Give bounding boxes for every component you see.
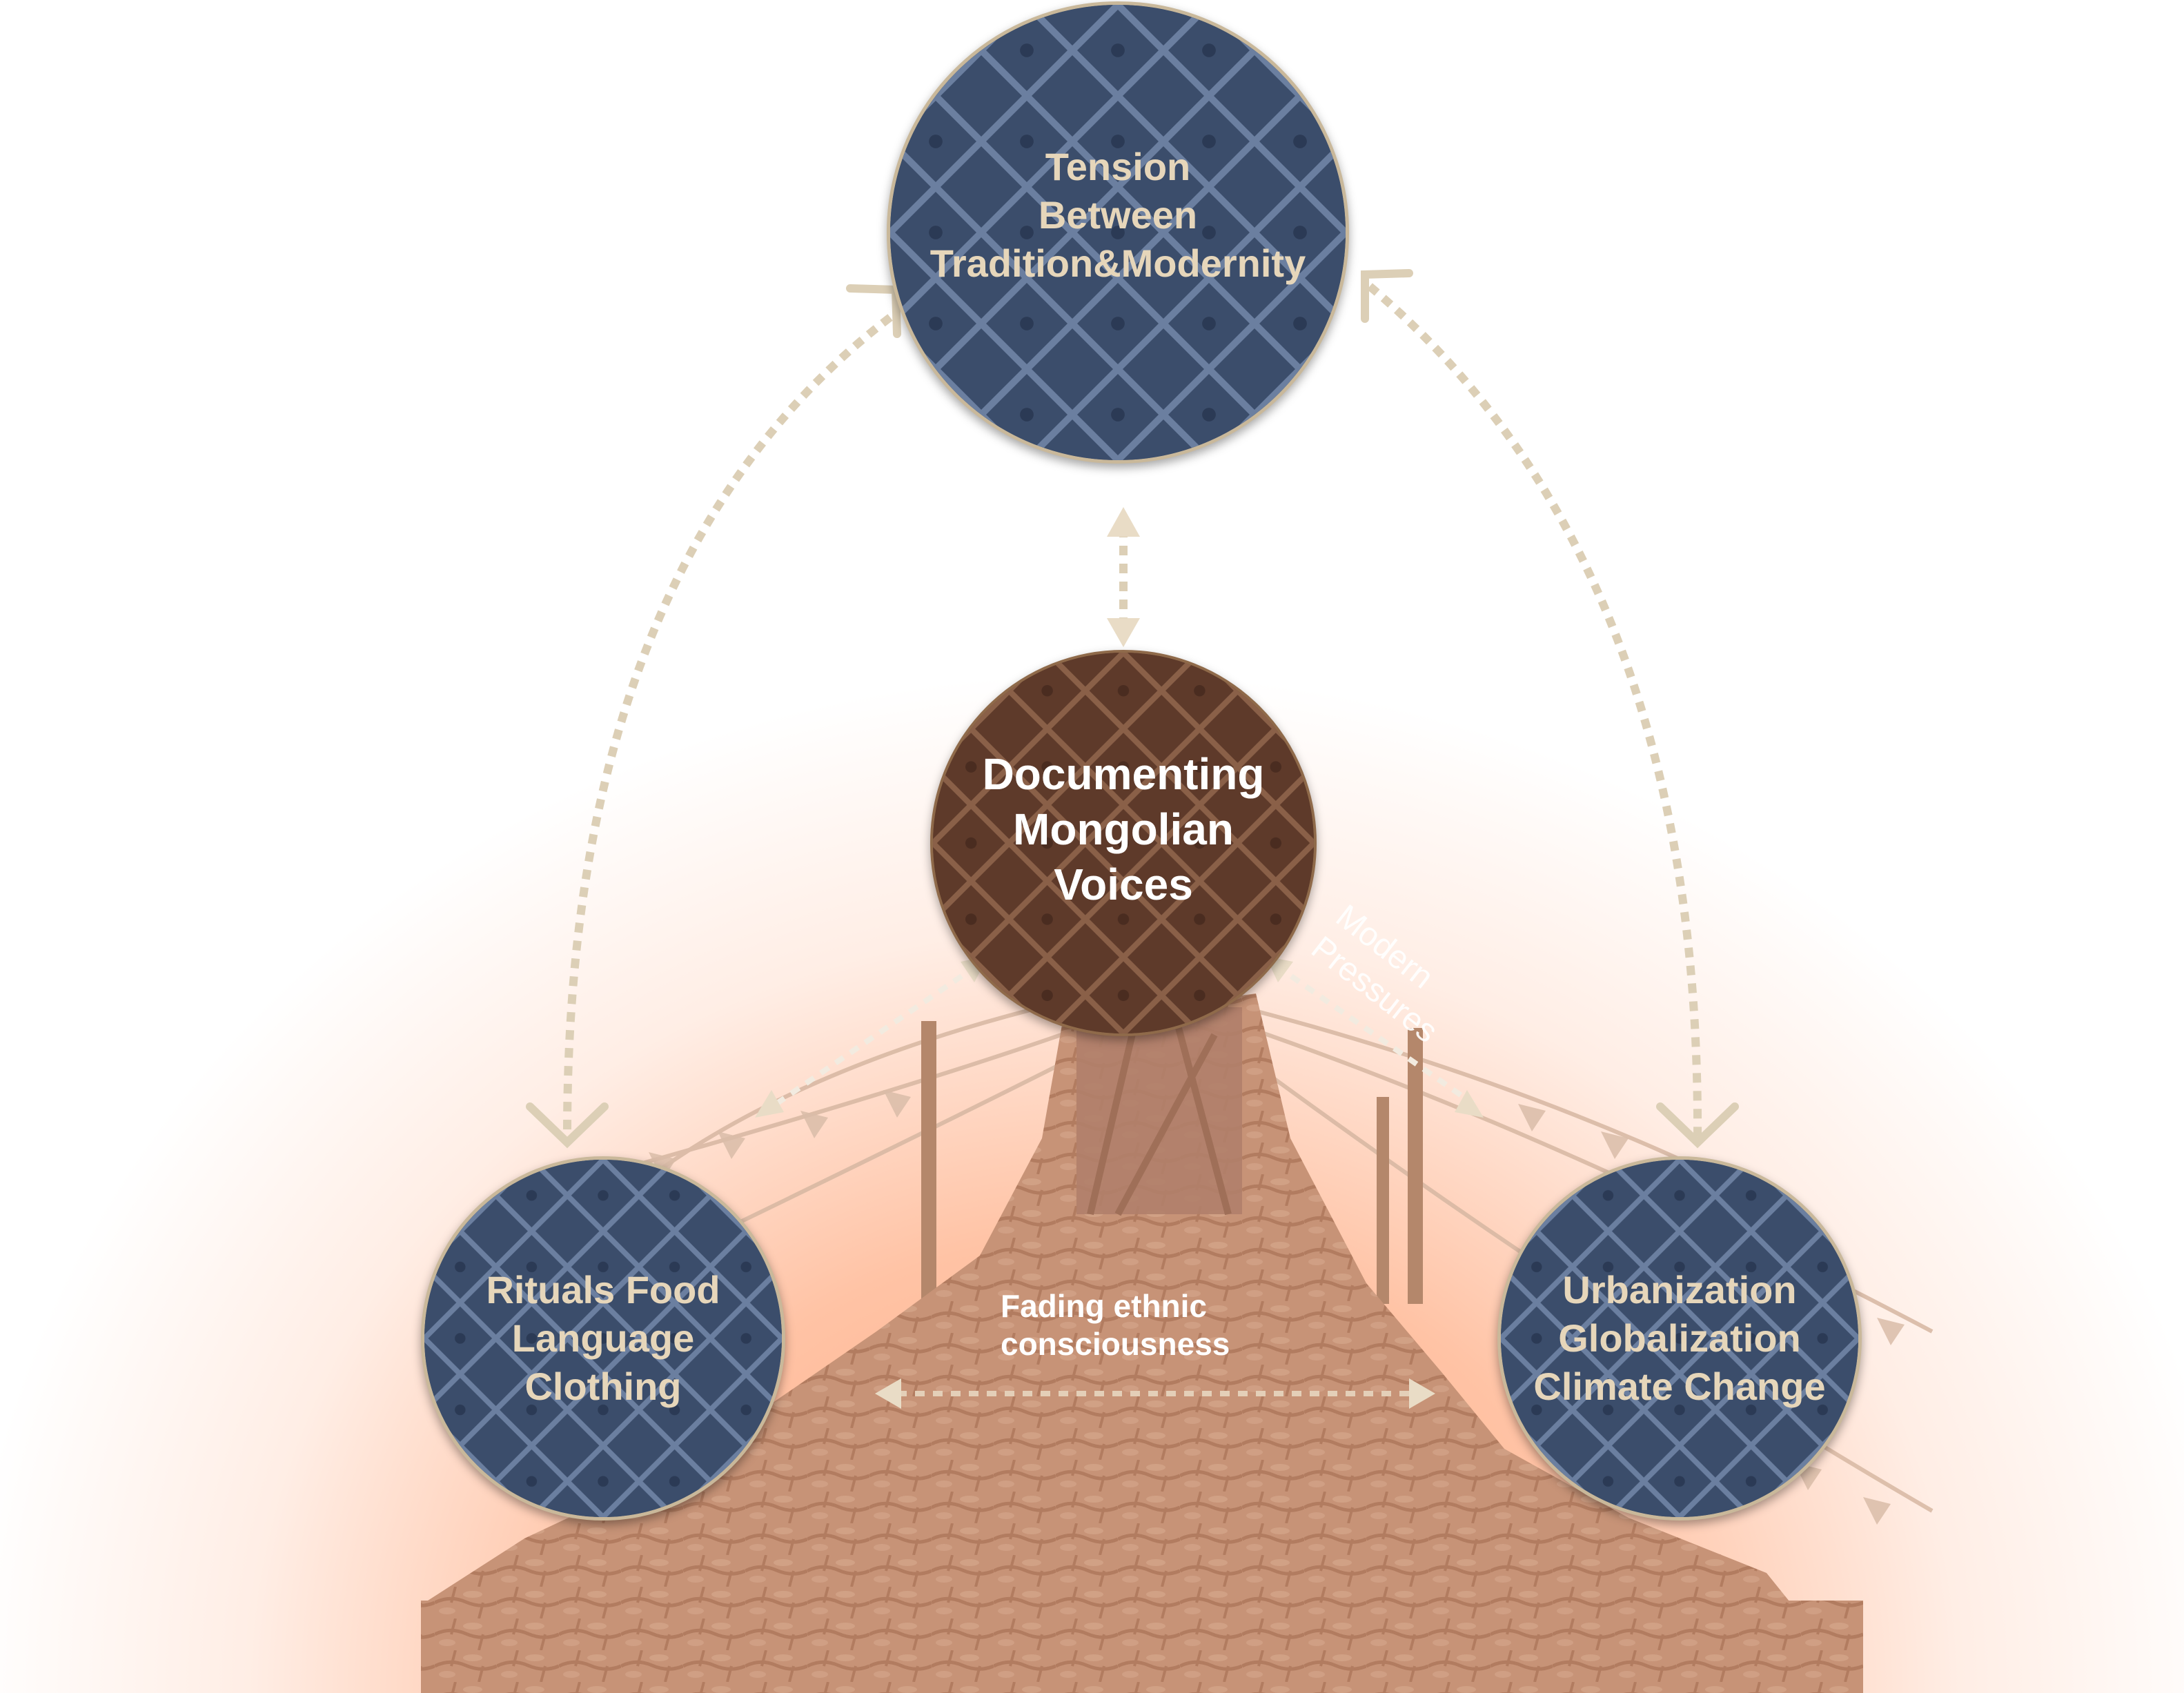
arrow-top-left <box>567 317 890 1138</box>
node-rituals-label: Rituals Food Language Clothing <box>486 1266 720 1411</box>
node-documenting: Documenting Mongolian Voices <box>930 650 1317 1036</box>
node-tension-label: Tension Between Tradition&Modernity <box>930 143 1306 288</box>
arrowhead-top-center-down <box>1107 618 1140 647</box>
node-tension: Tension Between Tradition&Modernity <box>887 1 1349 464</box>
edge-label-fading-consciousness: Fading ethnic consciousness <box>1001 1287 1230 1363</box>
node-rituals: Rituals Food Language Clothing <box>421 1156 785 1521</box>
arrowhead-bottom-left <box>875 1378 901 1409</box>
node-documenting-label: Documenting Mongolian Voices <box>983 746 1265 912</box>
arrowhead-top-center-up <box>1107 507 1140 537</box>
node-urbanization-label: Urbanization Globalization Climate Chang… <box>1533 1266 1825 1411</box>
arrowhead-bottom-right <box>1409 1378 1435 1409</box>
node-urbanization: Urbanization Globalization Climate Chang… <box>1497 1156 1862 1521</box>
